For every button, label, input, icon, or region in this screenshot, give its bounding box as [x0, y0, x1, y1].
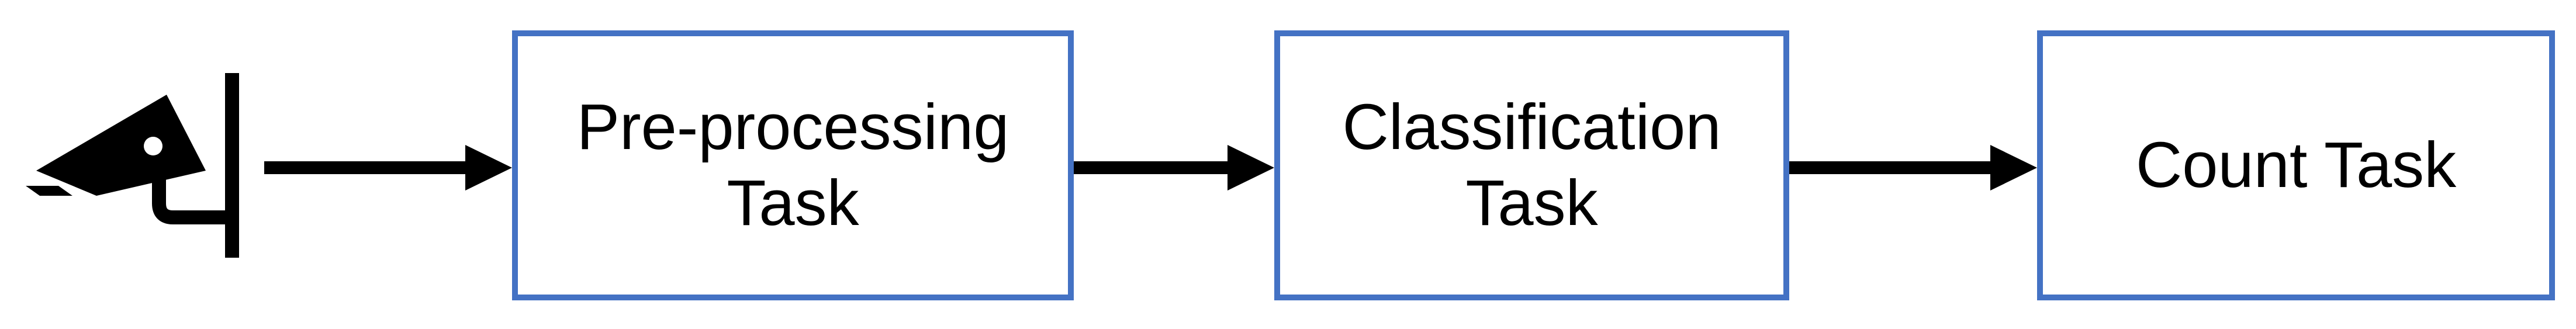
- cctv-camera-icon: [26, 73, 239, 258]
- box-label-line: Classification: [1342, 91, 1721, 164]
- count-task-box: Count Task: [2037, 30, 2555, 300]
- preprocessing-task-box: Pre-processing Task: [512, 30, 1074, 300]
- arrow-classification-to-count: [1789, 145, 2037, 191]
- arrow-camera-to-preprocessing: [264, 145, 512, 191]
- arrow-preprocessing-to-classification: [1074, 145, 1274, 191]
- box-label-line: Count Task: [2135, 129, 2457, 202]
- classification-task-box: Classification Task: [1274, 30, 1789, 300]
- box-label-line: Task: [1465, 167, 1598, 239]
- box-label-line: Task: [727, 167, 859, 239]
- box-label-line: Pre-processing: [576, 91, 1009, 164]
